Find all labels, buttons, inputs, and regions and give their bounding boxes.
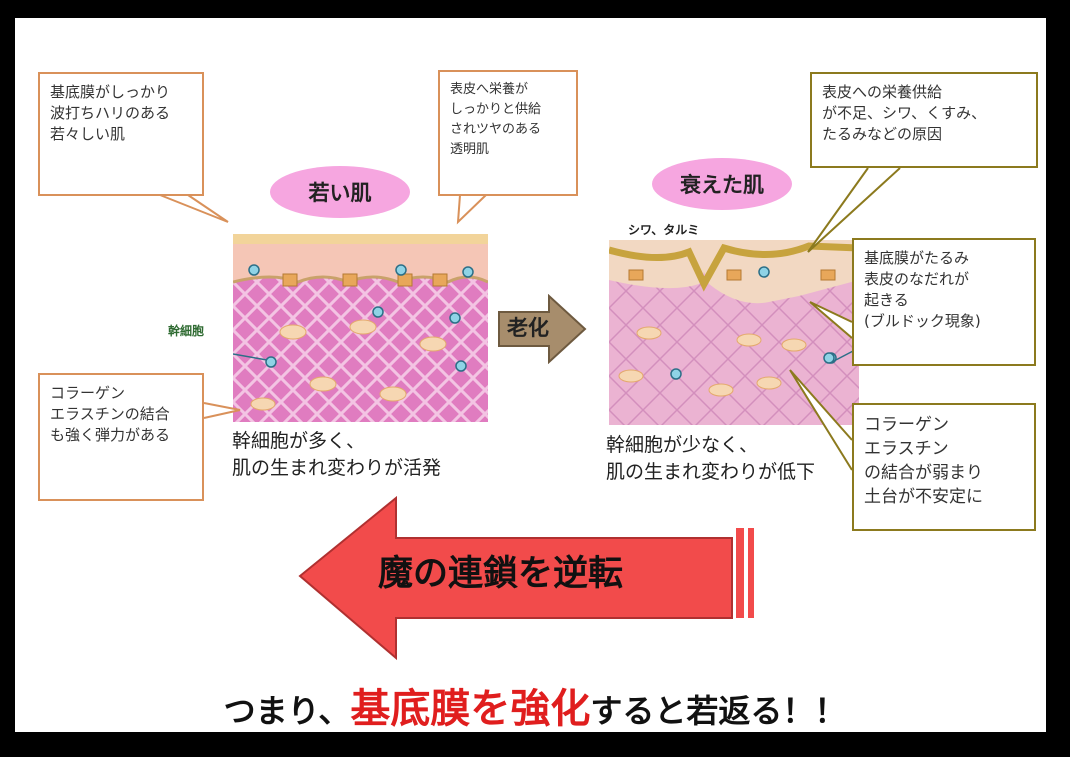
callout-aged-basement: 基底膜がたるみ 表皮のなだれが 起きる (ブルドック現象)	[852, 238, 1036, 366]
aged-skin-illustration	[609, 240, 859, 425]
callout-young-epidermis: 表皮へ栄養が しっかりと供給 されツヤのある 透明肌	[438, 70, 578, 196]
reverse-arrow-label: 魔の連鎖を逆転	[378, 554, 624, 594]
conclusion: つまり、基底膜を強化すると若返る！！	[0, 676, 1070, 734]
young-skin-caption: 幹細胞が多く、 肌の生まれ変わりが活発	[232, 430, 442, 479]
wrinkle-label: シワ、タルミ	[628, 223, 700, 237]
young-skin-illustration	[233, 234, 488, 422]
callout-young-basement: 基底膜がしっかり 波打ちハリのある 若々しい肌	[38, 72, 204, 196]
callout-young-collagen: コラーゲン エラスチンの結合 も強く弾力がある	[38, 373, 204, 501]
aging-arrow-label: 老化	[507, 316, 549, 340]
aged-skin-title: 衰えた肌	[652, 158, 792, 210]
conclusion-highlight: 基底膜を強化	[350, 686, 591, 732]
reverse-arrow	[298, 496, 754, 661]
callout-aged-nutrition: 表皮への栄養供給 が不足、シワ、くすみ、 たるみなどの原因	[810, 72, 1038, 168]
young-skin-title: 若い肌	[270, 166, 410, 218]
aging-arrow	[498, 294, 587, 364]
conclusion-suffix: すると若返る！！	[590, 692, 847, 730]
aged-skin-caption: 幹細胞が少なく、 肌の生まれ変わりが低下	[606, 434, 816, 483]
callout-aged-collagen: コラーゲン エラスチン の結合が弱まり 土台が不安定に	[852, 403, 1036, 531]
stem-cell-label: 幹細胞	[168, 324, 205, 338]
conclusion-prefix: つまり、	[223, 692, 351, 730]
